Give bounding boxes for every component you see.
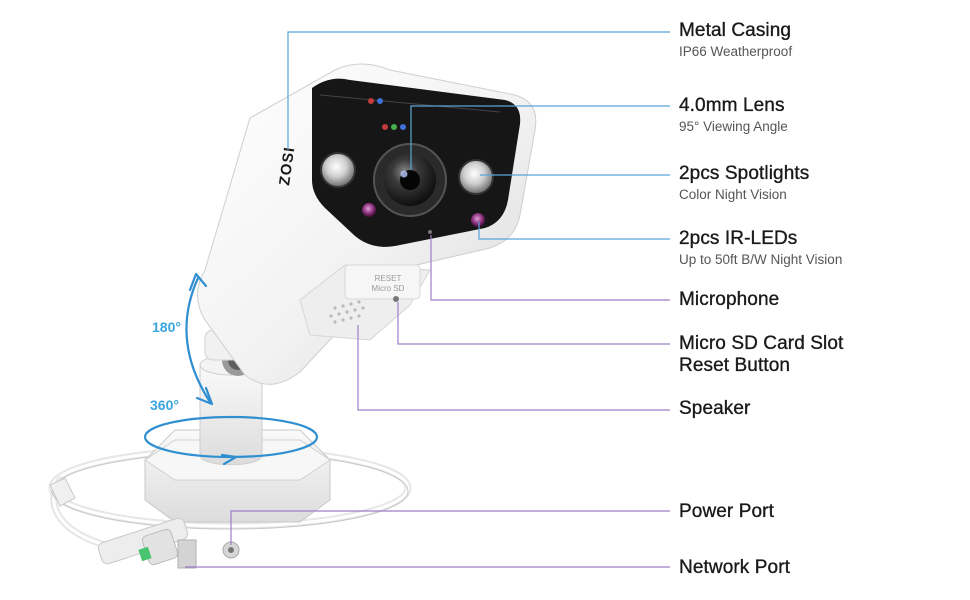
reset-label: RESET bbox=[375, 274, 402, 283]
feature-label: 2pcs IR-LEDs Up to 50ft B/W Night Vision bbox=[679, 228, 843, 269]
feature-label: Network Port bbox=[679, 557, 790, 579]
feature-subtitle: Up to 50ft B/W Night Vision bbox=[679, 252, 843, 267]
feature-title: 2pcs Spotlights bbox=[679, 163, 810, 184]
leader-line bbox=[357, 325, 670, 411]
leader-line bbox=[287, 31, 670, 150]
feature-title: 4.0mm Lens bbox=[679, 95, 785, 116]
feature-title: Power Port bbox=[679, 501, 774, 522]
ports bbox=[49, 477, 240, 569]
microsd-label: Micro SD bbox=[372, 284, 405, 293]
leader-line bbox=[230, 510, 670, 545]
pan-angle-label: 360° bbox=[150, 397, 179, 413]
camera-face bbox=[312, 78, 521, 247]
feature-title: Micro SD Card Slot bbox=[679, 333, 844, 354]
feature-title: Speaker bbox=[679, 398, 751, 419]
feature-label: Microphone bbox=[679, 289, 780, 311]
feature-subtitle: 95° Viewing Angle bbox=[679, 119, 788, 134]
feature-subtitle: Color Night Vision bbox=[679, 187, 787, 202]
feature-title: Metal Casing bbox=[679, 20, 792, 41]
leader-lines bbox=[185, 31, 670, 568]
brand-logo: ZOSI bbox=[276, 146, 298, 187]
speaker-grille bbox=[329, 300, 365, 324]
feature-label: 4.0mm Lens 95° Viewing Angle bbox=[679, 95, 788, 136]
feature-title: Network Port bbox=[679, 557, 791, 578]
feature-title-secondary: Reset Button bbox=[679, 355, 791, 376]
leader-line bbox=[430, 235, 670, 301]
leader-line bbox=[397, 302, 670, 345]
feature-subtitle: IP66 Weatherproof bbox=[679, 44, 793, 59]
feature-title: Microphone bbox=[679, 289, 780, 310]
leader-line bbox=[410, 105, 670, 170]
feature-label: Power Port bbox=[679, 501, 774, 523]
leader-line bbox=[478, 222, 670, 240]
feature-title: 2pcs IR-LEDs bbox=[679, 228, 798, 249]
feature-label: Speaker bbox=[679, 398, 751, 420]
rotation-arrows bbox=[143, 272, 319, 466]
tilt-angle-label: 180° bbox=[152, 319, 181, 335]
